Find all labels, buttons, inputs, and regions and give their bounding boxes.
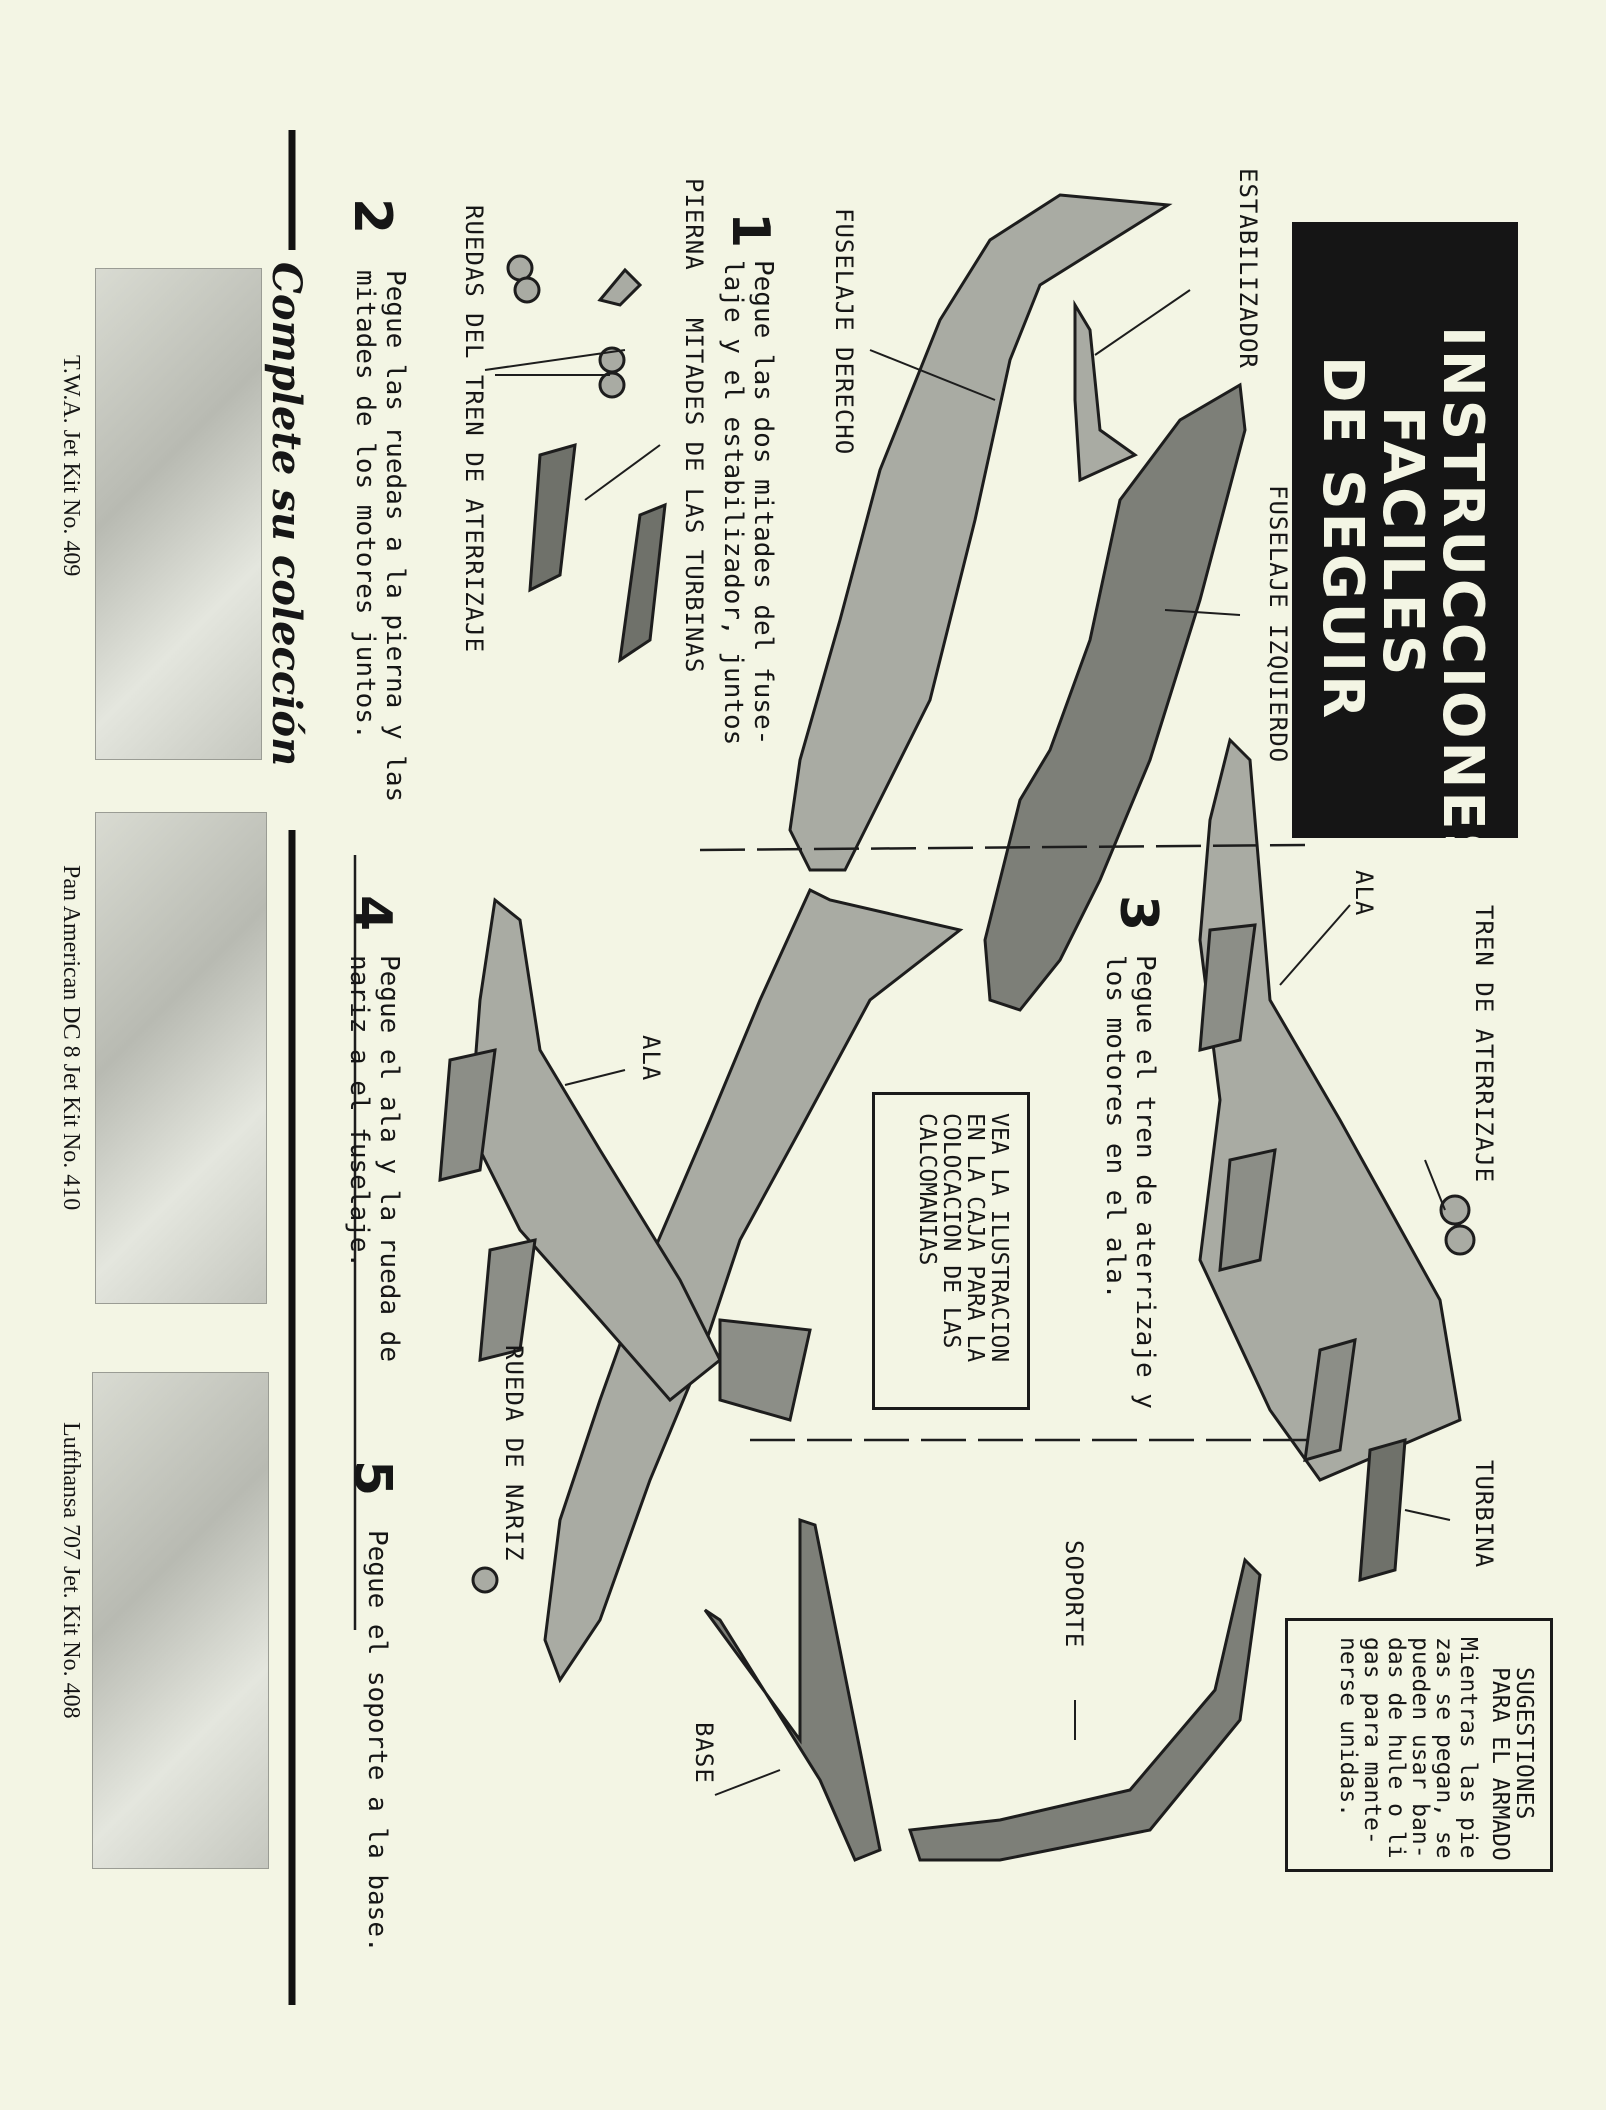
- collection-heading: Complete su colección: [263, 262, 310, 767]
- label-ala-plane: ALA: [637, 1035, 665, 1082]
- stand-drawing: [907, 1557, 1262, 1862]
- label-pierna: PIERNA: [680, 178, 708, 271]
- wheel-drawing: [598, 371, 626, 399]
- leader-line: [484, 349, 626, 371]
- leader-line: [869, 349, 996, 401]
- kit-photo-pan-american: [95, 812, 267, 1304]
- kit-caption-pan-american: Pan American DC 8 Jet Kit No. 410: [58, 865, 84, 1211]
- engine-drawing: [1218, 1148, 1277, 1272]
- wheel-drawing: [513, 276, 541, 304]
- section-divider: [699, 843, 1306, 852]
- engine-drawing: [1198, 923, 1257, 1052]
- kit-caption-twa: T.W.A. Jet Kit No. 409: [58, 355, 84, 577]
- label-fuselaje-derecho: FUSELAJE DERECHO: [830, 208, 858, 456]
- decal-note-box: VEA LA ILUSTRACION EN LA CAJA PARA LA CO…: [872, 1092, 1030, 1410]
- wing-drawing: [1198, 737, 1462, 1482]
- label-estabilizador: ESTABILIZADOR: [1234, 168, 1262, 369]
- landing-leg-drawing: [597, 267, 643, 307]
- title-line-2: FACILES: [1370, 406, 1435, 679]
- assembled-plane-drawing: [543, 887, 964, 1684]
- step-5-number: 5: [342, 1460, 402, 1497]
- turbine-half-drawing: [618, 502, 667, 664]
- label-tren-aterrizaje: TREN DE ATERRIZAJE: [1470, 905, 1498, 1184]
- turbine-half-drawing: [528, 442, 577, 593]
- engine-drawing: [1303, 1337, 1357, 1463]
- right-fuselage-drawing: [788, 193, 1173, 872]
- label-ruedas-tren: RUEDAS DEL TREN DE ATERRIZAJE: [460, 205, 488, 654]
- leader-line: [1279, 904, 1351, 986]
- tips-text: Mientras las pie zas se pegan, se pueden…: [1335, 1637, 1481, 1859]
- step-3-text: Pegue el tren de aterrizaje y los motore…: [1100, 955, 1160, 1409]
- title-block: INSTRUCCIONES FACILES DE SEGUIR: [1292, 222, 1518, 876]
- tips-heading: SUGESTIONES PARA EL ARMADO: [1487, 1667, 1537, 1861]
- left-fuselage-drawing: [983, 382, 1247, 1012]
- label-fuselaje-izquierdo: FUSELAJE IZQUIERDO: [1264, 485, 1292, 764]
- leader-line: [564, 1069, 626, 1086]
- kit-photo-lufthansa: [92, 1372, 269, 1869]
- leader-line: [714, 1769, 781, 1796]
- step-2-number: 2: [342, 198, 402, 235]
- kit-photo-twa: [95, 268, 262, 760]
- label-mitades-turbinas: MITADES DE LAS TURBINAS: [680, 318, 708, 674]
- stabilizer-drawing: [1073, 299, 1138, 483]
- label-soporte: SOPORTE: [1060, 1540, 1088, 1649]
- tail-fin-drawing: [718, 1318, 812, 1422]
- assembled-engine-drawing: [438, 1048, 497, 1182]
- label-ala-wing: ALA: [1350, 870, 1378, 917]
- leader-line: [1164, 609, 1241, 616]
- step-3-number: 3: [1108, 895, 1168, 932]
- nose-wheel-drawing: [471, 1566, 499, 1594]
- title-line-1: INSTRUCCIONES: [1430, 326, 1495, 876]
- leader-line: [1094, 289, 1191, 356]
- wheel-drawing: [506, 254, 534, 282]
- base-drawing: [703, 1517, 882, 1862]
- step-4-text: Pegue el ala y la rueda de nariz a el fu…: [344, 955, 404, 1362]
- label-turbina: TURBINA: [1470, 1460, 1498, 1569]
- leader-line: [1404, 1509, 1451, 1521]
- step-4-number: 4: [342, 895, 402, 932]
- step-1-text: Pegue las dos mitades del fuse- laje y e…: [718, 260, 778, 746]
- title-lines: INSTRUCCIONES FACILES DE SEGUIR: [1310, 326, 1495, 876]
- landing-gear-drawing: [1439, 1194, 1471, 1226]
- landing-gear-drawing: [1444, 1224, 1476, 1256]
- leader-line: [1424, 1159, 1446, 1211]
- decal-note-text: VEA LA ILUSTRACION EN LA CAJA PARA LA CO…: [914, 1113, 1012, 1363]
- tips-box: SUGESTIONES PARA EL ARMADO Mientras las …: [1285, 1618, 1553, 1872]
- title-line-3: DE SEGUIR: [1310, 356, 1375, 722]
- step-5-text: Pegue el soporte a la base.: [362, 1530, 392, 1953]
- label-rueda-nariz: RUEDA DE NARIZ: [500, 1345, 528, 1562]
- step-1-number: 1: [720, 212, 780, 249]
- label-base: BASE: [690, 1722, 718, 1784]
- leader-line: [584, 444, 661, 501]
- kit-caption-lufthansa: Lufthansa 707 Jet. Kit No. 408: [58, 1422, 84, 1719]
- turbine-drawing: [1358, 1437, 1407, 1583]
- assembled-engine-drawing: [478, 1238, 537, 1362]
- step-2-text: Pegue las ruedas a la pierna y las mitad…: [350, 270, 410, 803]
